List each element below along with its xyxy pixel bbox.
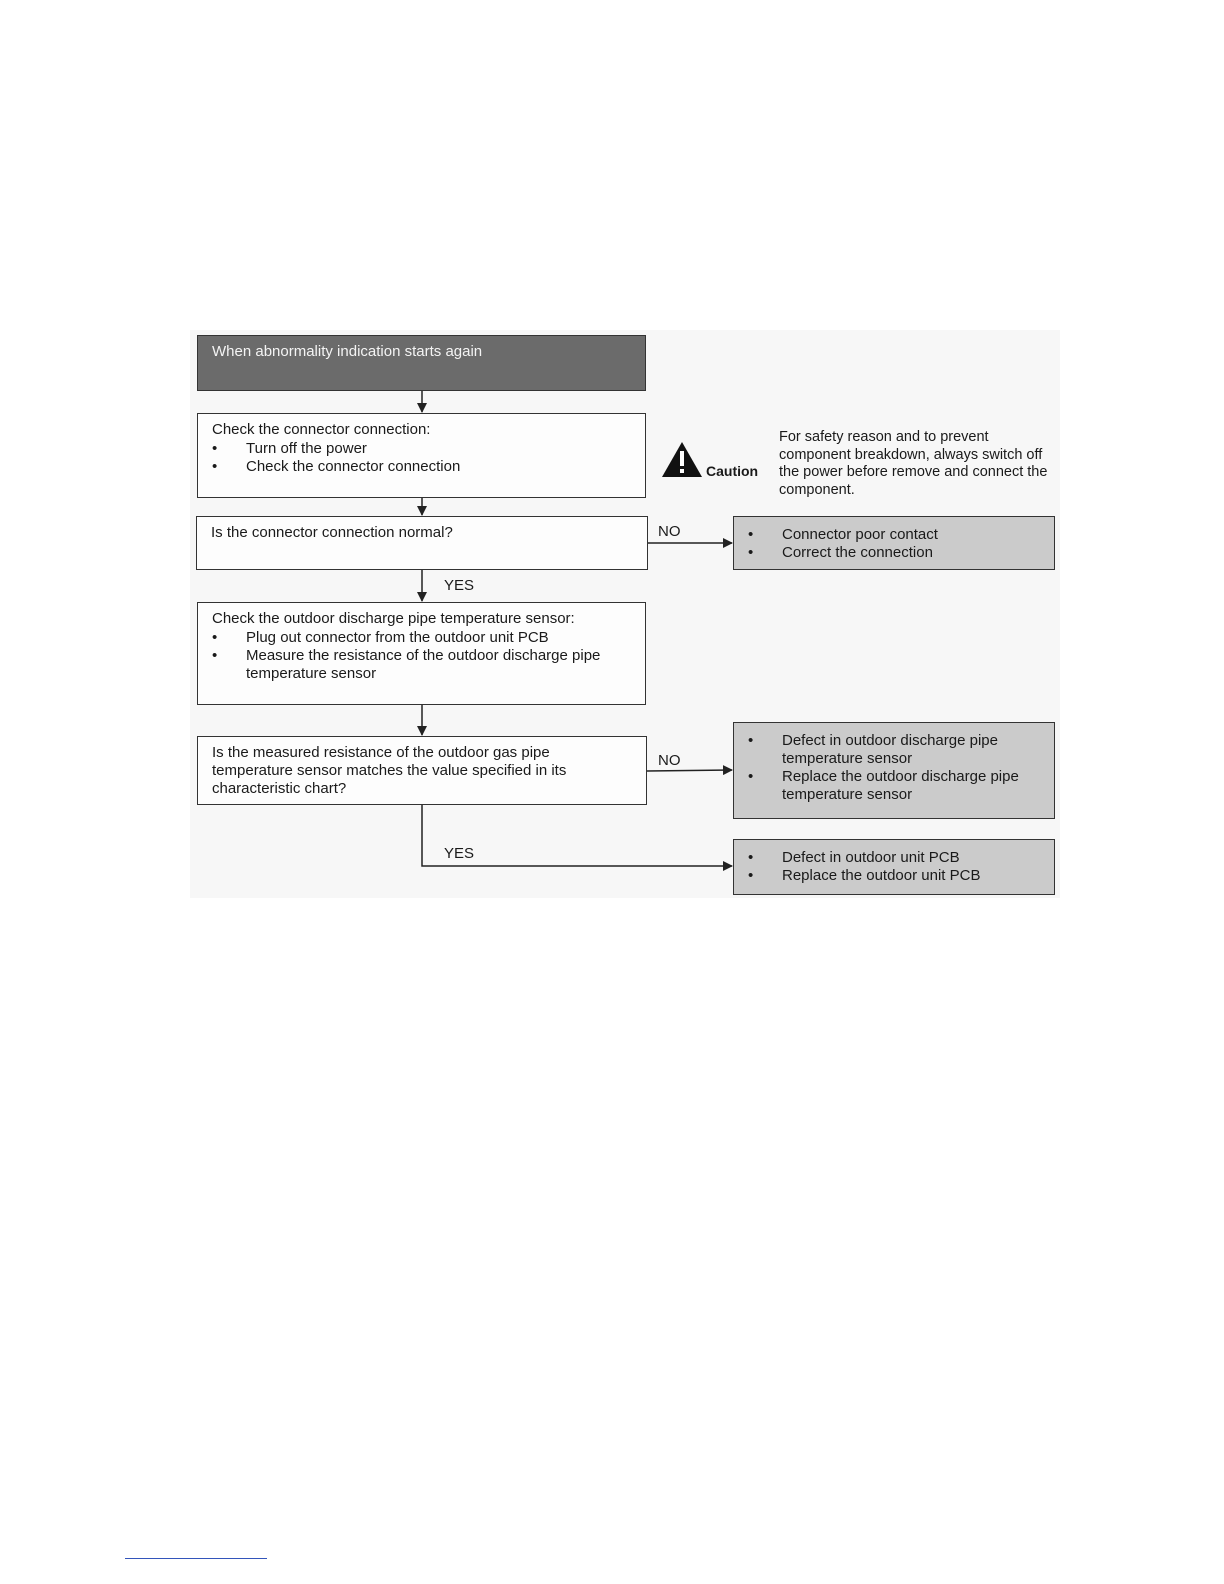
start-text: When abnormality indication starts again <box>212 343 483 360</box>
result3-bullet: Replace the outdoor unit PCB <box>748 867 980 885</box>
result3-box: Defect in outdoor unit PCB Replace the o… <box>733 839 1055 895</box>
step2-bullet-list: Plug out connector from the outdoor unit… <box>212 629 632 683</box>
decision1-box: Is the connector connection normal? <box>196 516 648 570</box>
result2-bullet: Replace the outdoor discharge pipe tempe… <box>748 768 1038 804</box>
step1-title: Check the connector connection: <box>212 421 431 438</box>
decision1-no-label: NO <box>658 523 681 540</box>
step2-box: Check the outdoor discharge pipe tempera… <box>197 602 646 705</box>
result2-bullet: Defect in outdoor discharge pipe tempera… <box>748 732 1038 768</box>
result3-bullet: Defect in outdoor unit PCB <box>748 849 980 867</box>
result2-bullet-list: Defect in outdoor discharge pipe tempera… <box>748 732 1038 804</box>
arrow-decision2-yes <box>421 804 733 871</box>
arrow-decision2-no <box>646 765 733 776</box>
decision1-yes-label: YES <box>444 577 475 594</box>
step2-bullet: Plug out connector from the outdoor unit… <box>212 629 632 647</box>
caution-text: For safety reason and to prevent compone… <box>779 429 1048 498</box>
decision2-question: Is the measured resistance of the outdoo… <box>212 744 567 797</box>
step1-bullet-list: Turn off the power Check the connector c… <box>212 440 460 476</box>
step2-title: Check the outdoor discharge pipe tempera… <box>212 610 575 627</box>
result1-bullet-list: Connector poor contact Correct the conne… <box>748 526 938 562</box>
step2-bullet: Measure the resistance of the outdoor di… <box>212 647 632 683</box>
result1-bullet: Connector poor contact <box>748 526 938 544</box>
decision1-question: Is the connector connection normal? <box>211 524 453 541</box>
step1-box: Check the connector connection: Turn off… <box>197 413 646 498</box>
footnote-separator <box>125 1558 267 1559</box>
decision2-no-label: NO <box>658 752 681 769</box>
warning-triangle-icon <box>662 442 702 477</box>
decision2-box: Is the measured resistance of the outdoo… <box>197 736 647 805</box>
step1-bullet: Turn off the power <box>212 440 460 458</box>
result3-bullet-list: Defect in outdoor unit PCB Replace the o… <box>748 849 980 885</box>
result1-bullet: Correct the connection <box>748 544 938 562</box>
caution-label: Caution <box>706 463 759 479</box>
result2-box: Defect in outdoor discharge pipe tempera… <box>733 722 1055 819</box>
result1-box: Connector poor contact Correct the conne… <box>733 516 1055 570</box>
start-box: When abnormality indication starts again <box>197 335 646 391</box>
decision2-yes-label: YES <box>444 845 475 862</box>
step1-bullet: Check the connector connection <box>212 458 460 476</box>
